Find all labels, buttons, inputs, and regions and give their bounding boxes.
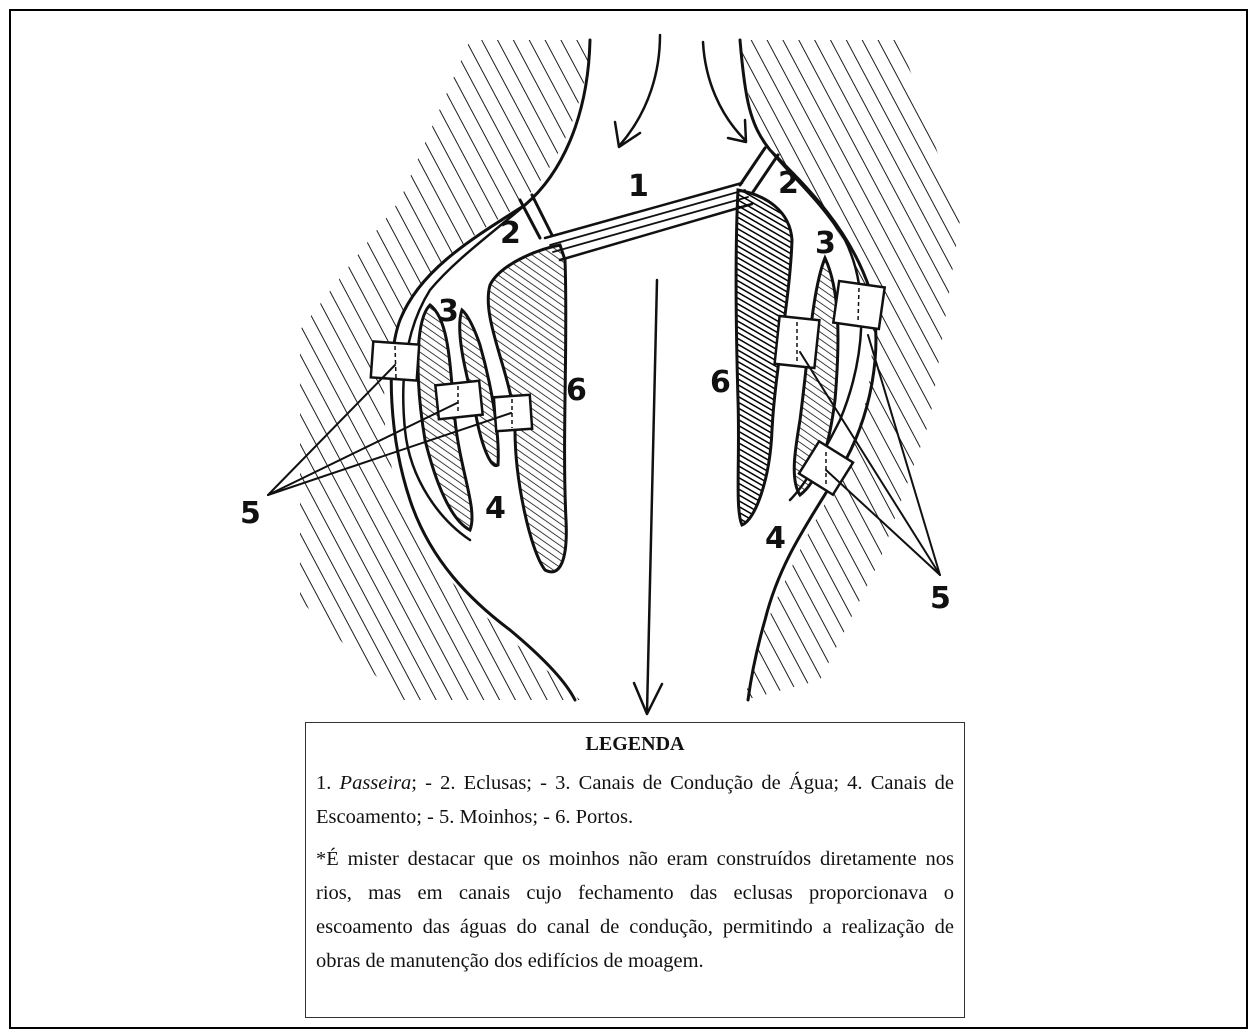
mill-right-1: [833, 281, 884, 329]
flow-arrow-top-right: [703, 42, 746, 142]
legend-box: LEGENDA 1. Passeira; - 2. Eclusas; - 3. …: [305, 722, 965, 1018]
legend-title: LEGENDA: [316, 733, 954, 756]
mill-left-2: [435, 381, 482, 419]
label-canal-conducao-right: 3: [815, 226, 836, 261]
flow-arrow-top-left: [615, 35, 660, 147]
label-canal-escoamento-left: 4: [485, 491, 506, 526]
legend-item1-term: Passeira: [340, 772, 412, 794]
label-moinhos-left: 5: [240, 496, 261, 531]
flow-arrow-main: [634, 280, 662, 714]
legend-note: *É mister destacar que os moinhos não er…: [316, 842, 954, 978]
label-canal-conducao-left: 3: [438, 294, 459, 329]
label-porto-left: 6: [566, 373, 587, 408]
label-eclusa-left: 2: [500, 216, 521, 251]
eclusa-left: [520, 195, 552, 238]
label-eclusa-right: 2: [778, 166, 799, 201]
mill-right-2: [775, 316, 820, 368]
label-porto-right: 6: [710, 365, 731, 400]
label-canal-escoamento-right: 4: [765, 521, 786, 556]
legend-items-rest: ; - 2. Eclusas; - 3. Canais de Condução …: [316, 772, 954, 828]
legend-items: 1. Passeira; - 2. Eclusas; - 3. Canais d…: [316, 766, 954, 834]
legend-item1-number: 1.: [316, 772, 331, 794]
label-moinhos-right: 5: [930, 581, 951, 616]
mill-left-3: [494, 395, 532, 431]
mill-left-1: [371, 341, 419, 380]
label-passeira: 1: [628, 169, 649, 204]
